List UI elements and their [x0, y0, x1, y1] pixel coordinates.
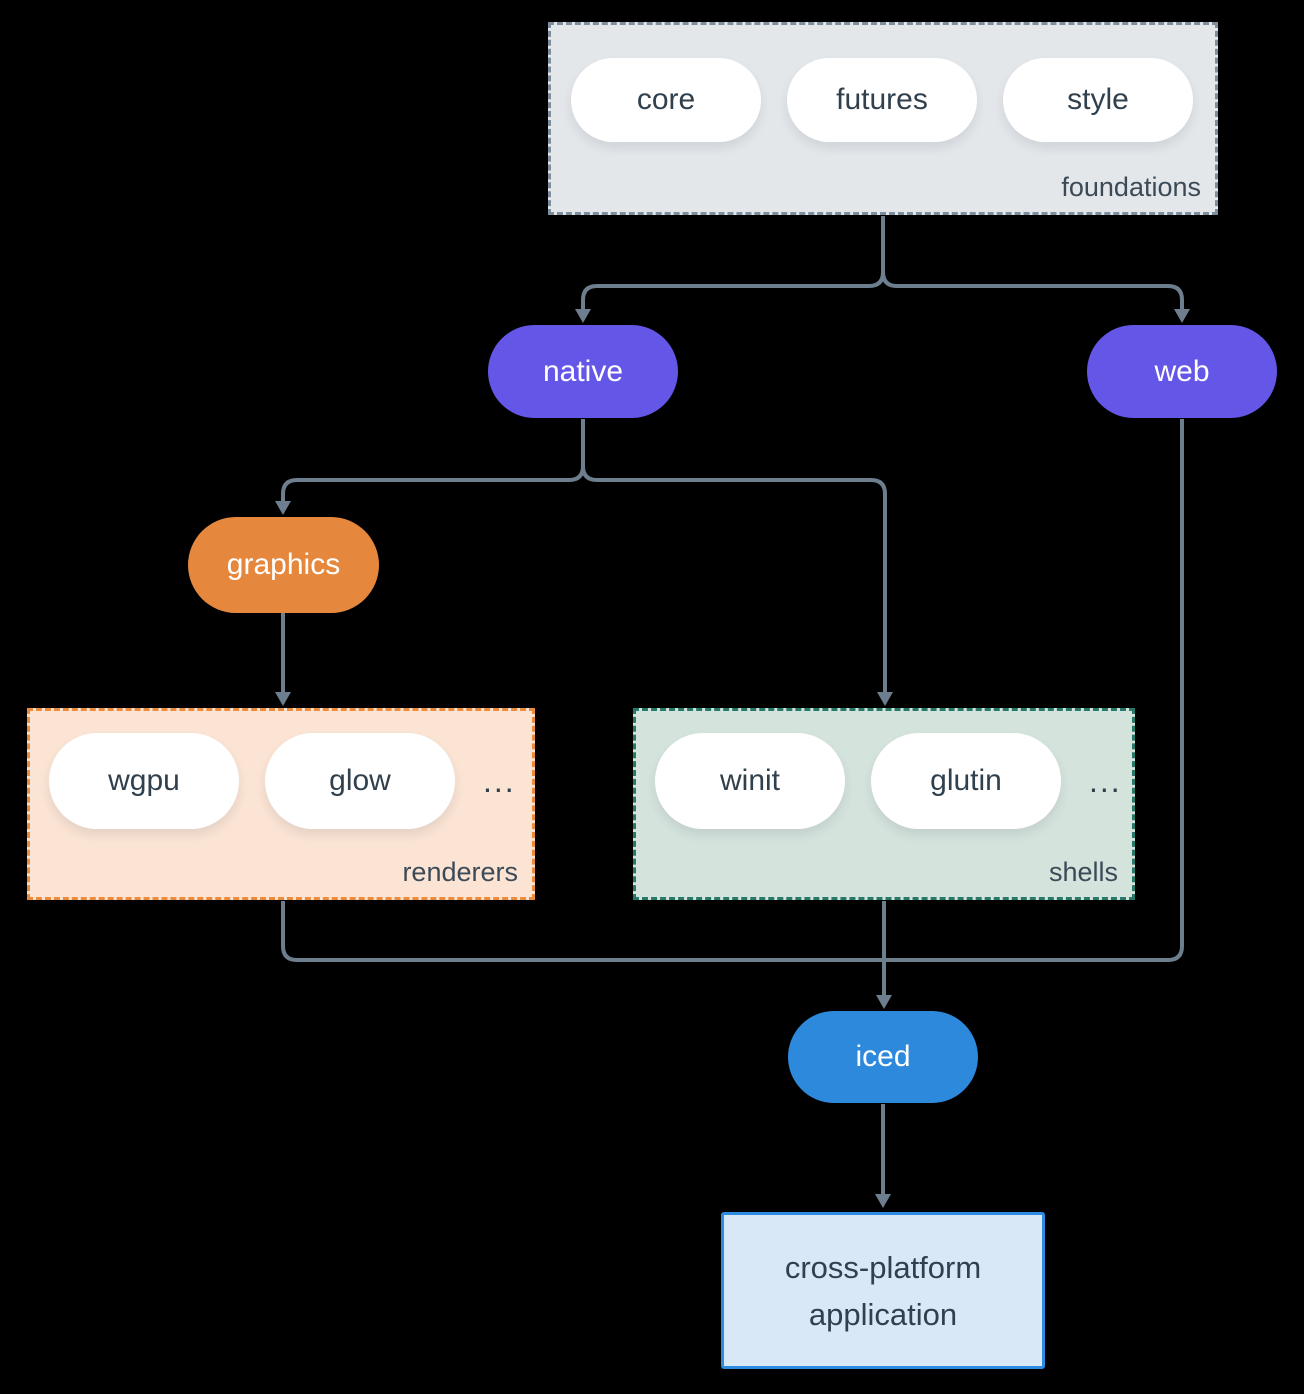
chip-futures: futures	[787, 58, 977, 142]
chip-glutin-label: glutin	[930, 764, 1002, 797]
edge-native-graphics	[281, 419, 585, 501]
edge-foundations-native	[581, 216, 885, 309]
node-application: cross-platform application	[721, 1212, 1045, 1369]
chip-glow: glow	[265, 733, 455, 829]
chip-glutin: glutin	[871, 733, 1061, 829]
application-label-line1: cross-platform	[784, 1249, 982, 1285]
node-web-label: web	[1154, 354, 1210, 388]
chip-winit-label: winit	[719, 764, 780, 797]
shells-ellipsis: ...	[1089, 762, 1122, 799]
renderers-chip-row: wgpu glow ...	[49, 733, 516, 829]
node-iced: iced	[788, 1011, 978, 1103]
shells-chip-row: winit glutin ...	[655, 733, 1122, 829]
group-shells: winit glutin ... shells	[633, 708, 1135, 900]
group-label-shells: shells	[1048, 857, 1118, 887]
arrowhead-iced	[876, 995, 892, 1009]
arrowhead-native	[575, 309, 591, 323]
chip-wgpu: wgpu	[49, 733, 239, 829]
edge-native-shells	[581, 419, 887, 692]
chip-futures-label: futures	[836, 83, 928, 116]
arrowhead-web	[1174, 309, 1190, 323]
chip-style: style	[1003, 58, 1193, 142]
arrowhead-graphics	[275, 501, 291, 515]
group-foundations: core futures style foundations	[548, 22, 1218, 215]
chip-style-label: style	[1067, 83, 1129, 116]
chip-wgpu-label: wgpu	[108, 764, 180, 797]
node-web: web	[1087, 325, 1277, 418]
arrowhead-renderers	[275, 692, 291, 706]
foundations-chip-row: core futures style	[571, 58, 1193, 142]
chip-glow-label: glow	[329, 764, 391, 797]
node-native-label: native	[542, 354, 624, 388]
group-renderers: wgpu glow ... renderers	[27, 708, 535, 900]
chip-core: core	[571, 58, 761, 142]
group-label-renderers: renderers	[402, 857, 518, 887]
arrowhead-shells	[877, 692, 893, 706]
chip-winit: winit	[655, 733, 845, 829]
arrowhead-application	[875, 1194, 891, 1208]
edge-renderers-iced	[281, 901, 884, 962]
node-iced-label: iced	[855, 1040, 911, 1073]
group-label-foundations: foundations	[1061, 172, 1201, 202]
edge-foundations-web	[881, 216, 1184, 309]
edge-web-iced	[884, 419, 1184, 962]
node-native: native	[488, 325, 678, 418]
node-graphics: graphics	[188, 517, 379, 613]
renderers-ellipsis: ...	[483, 762, 516, 799]
node-graphics-label: graphics	[226, 548, 341, 581]
chip-core-label: core	[636, 83, 696, 116]
application-label-line2: application	[808, 1296, 958, 1332]
